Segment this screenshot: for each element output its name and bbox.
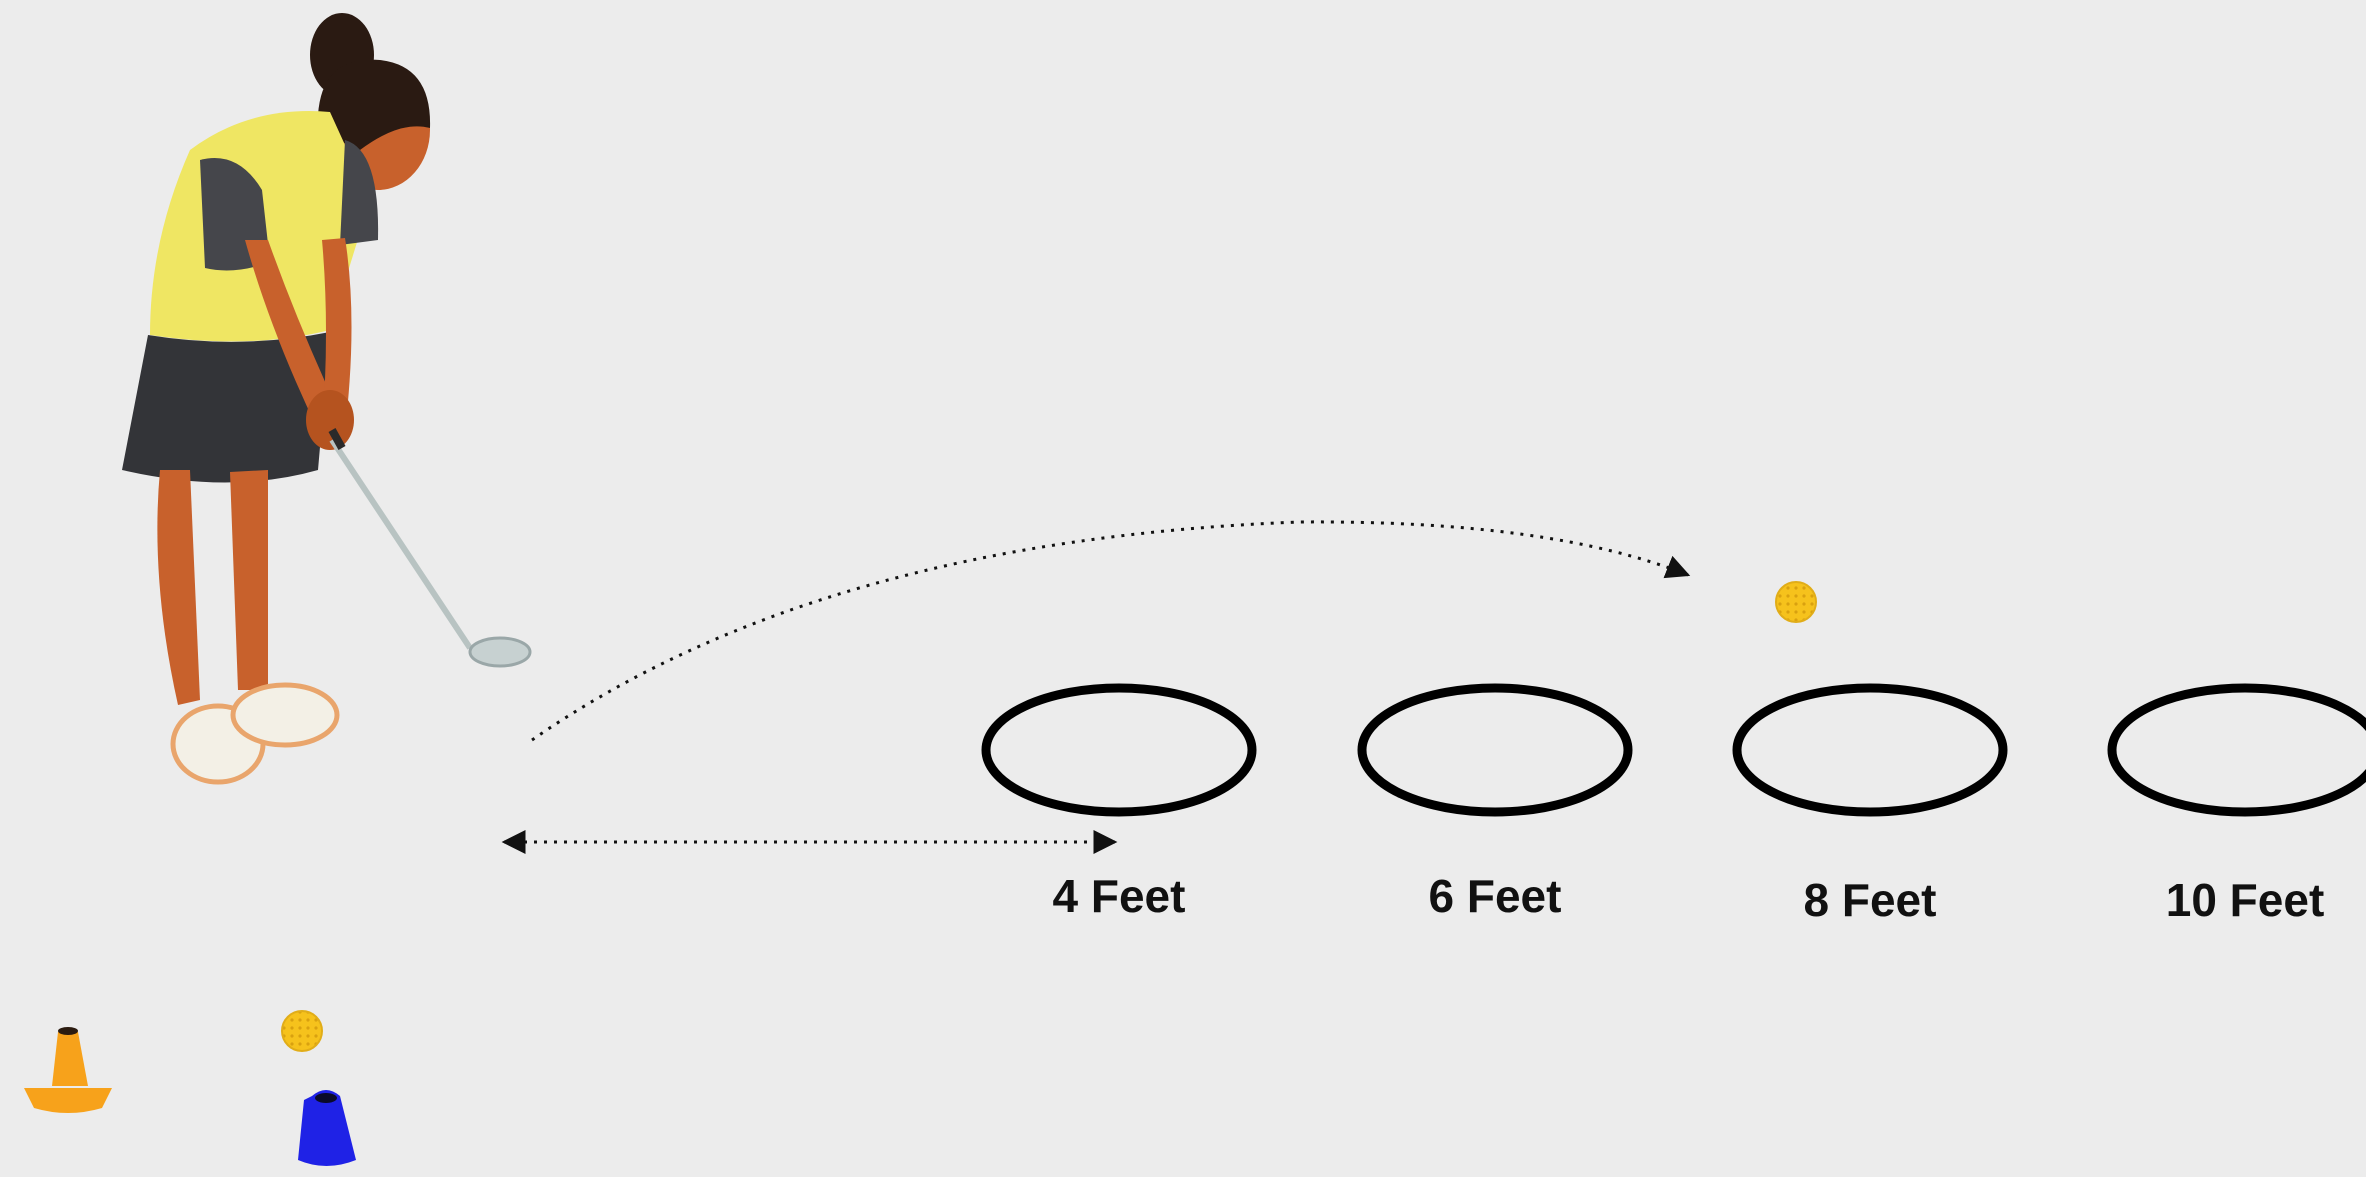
target-ring-4-feet [986,688,1252,812]
target-ring-10-feet [2112,688,2366,812]
target-label-8-feet: 8 Feet [1804,874,1937,926]
golfer-icon [122,13,530,782]
golf-ball-icon [282,1011,322,1051]
target-ring-group [986,688,2366,812]
target-label-4-feet: 4 Feet [1053,870,1186,922]
blue-cone-icon [298,1090,356,1166]
target-ring-8-feet [1737,688,2003,812]
target-label-6-feet: 6 Feet [1429,870,1562,922]
chip-trajectory-arrow [532,522,1688,740]
target-ring-6-feet [1362,688,1628,812]
golf-ball-icon [1776,582,1816,622]
orange-cone-icon [24,1027,112,1113]
target-label-10-feet: 10 Feet [2166,874,2325,926]
